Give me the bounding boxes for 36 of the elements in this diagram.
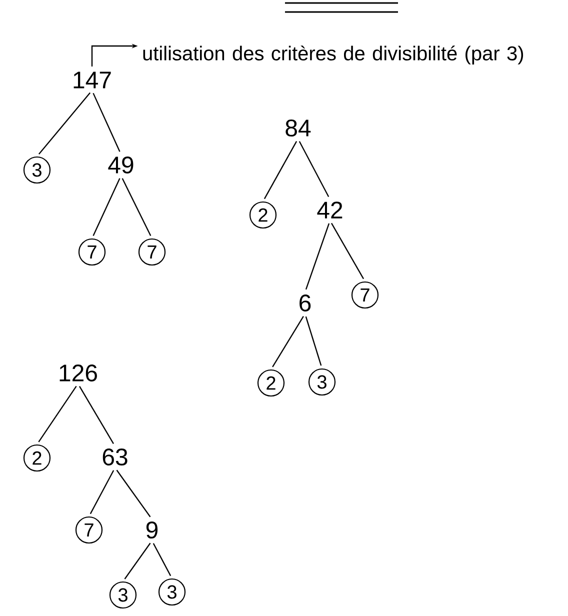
circled-number: 3	[308, 368, 336, 396]
branch-line	[124, 542, 151, 580]
number: 84	[286, 120, 311, 136]
branch-line	[116, 470, 151, 518]
circled-number: 2	[249, 201, 277, 229]
branch-line	[272, 316, 304, 368]
circled-number: 7	[138, 238, 166, 266]
number: 126	[60, 364, 97, 382]
number: 6	[300, 294, 311, 312]
branch-line	[298, 141, 330, 198]
circled-number: 3	[158, 578, 186, 606]
circled-number: 2	[257, 369, 285, 397]
number: 9	[146, 522, 158, 538]
circled-number: 3	[109, 581, 137, 609]
branch-line	[38, 92, 91, 155]
number: 147	[74, 72, 111, 88]
branch-line	[305, 316, 322, 366]
number: 49	[108, 156, 134, 174]
note-text: utilisation des critères de divisibilité (par 3)	[143, 46, 524, 64]
branch-line	[38, 386, 77, 442]
branch-line	[330, 222, 364, 280]
branch-line	[152, 543, 172, 576]
branch-line	[90, 470, 114, 514]
circled-number: 2	[23, 444, 51, 472]
circled-number: 7	[78, 238, 106, 266]
branch-line	[264, 141, 298, 200]
branch-line	[122, 178, 152, 236]
number: 63	[102, 448, 128, 466]
branch-line	[305, 223, 330, 290]
branch-line	[92, 92, 120, 152]
branch-line	[92, 178, 120, 236]
circled-number: 7	[75, 516, 103, 544]
circled-number: 3	[23, 156, 51, 184]
number: 42	[317, 202, 342, 218]
branch-line	[79, 386, 114, 444]
circled-number: 7	[351, 281, 379, 309]
